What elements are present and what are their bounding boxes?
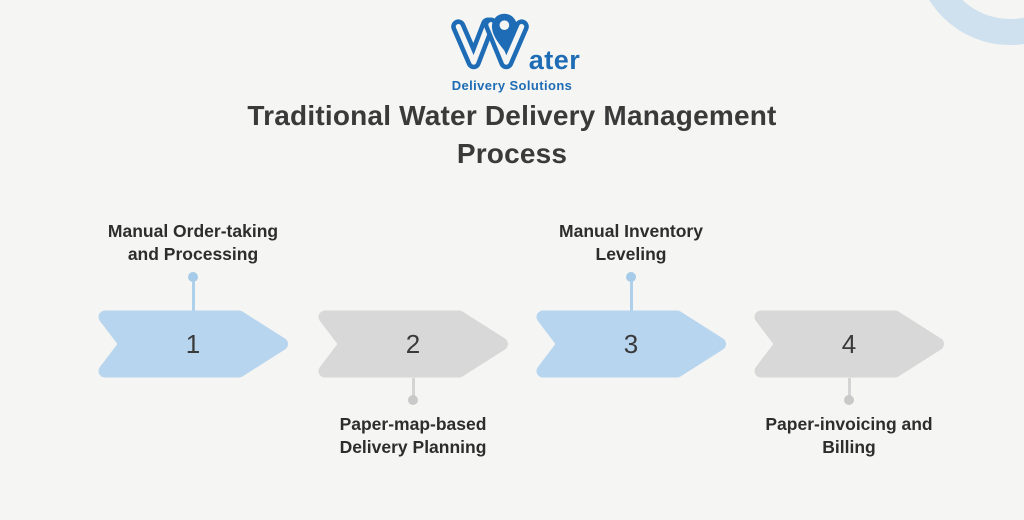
step-4-label: Paper-invoicing and Billing	[765, 414, 933, 457]
process-step-3: Manual Inventory Leveling 3	[536, 0, 726, 520]
step-2-chevron: 2	[318, 310, 508, 378]
step-3-label: Manual Inventory Leveling	[559, 221, 703, 264]
step-1-chevron: 1	[98, 310, 288, 378]
step-4-chevron: 4	[754, 310, 944, 378]
connector-line	[411, 378, 415, 396]
connector-line	[191, 281, 195, 311]
step-3-chevron: 3	[536, 310, 726, 378]
logo-word-rest: ater	[528, 45, 581, 75]
connector-dot	[626, 272, 636, 282]
page-title: Traditional Water Delivery Management Pr…	[0, 97, 1024, 173]
step-1-label: Manual Order-taking and Processing	[107, 221, 279, 264]
connector-line	[629, 281, 633, 311]
logo-wordmark: ater	[444, 12, 581, 75]
process-step-1: Manual Order-taking and Processing 1	[98, 0, 288, 520]
water-pin-w-logo-icon	[444, 12, 536, 75]
connector-dot	[408, 395, 418, 405]
logo-tagline: Delivery Solutions	[451, 78, 573, 93]
step-4-number: 4	[841, 328, 857, 359]
step-1-number: 1	[185, 328, 201, 359]
connector-dot	[844, 395, 854, 405]
process-step-2: 2 Paper-map-based Delivery Planning	[318, 0, 508, 520]
connector-dot	[188, 272, 198, 282]
step-2-number: 2	[405, 328, 421, 359]
connector-line	[847, 378, 851, 396]
page-title-line2: Process	[456, 138, 568, 169]
step-3-number: 3	[623, 328, 639, 359]
process-step-4: 4 Paper-invoicing and Billing	[754, 0, 944, 520]
step-2-label: Paper-map-based Delivery Planning	[339, 414, 487, 457]
brand-logo: ater Delivery Solutions	[0, 12, 1024, 93]
page-title-line1: Traditional Water Delivery Management	[247, 100, 777, 131]
